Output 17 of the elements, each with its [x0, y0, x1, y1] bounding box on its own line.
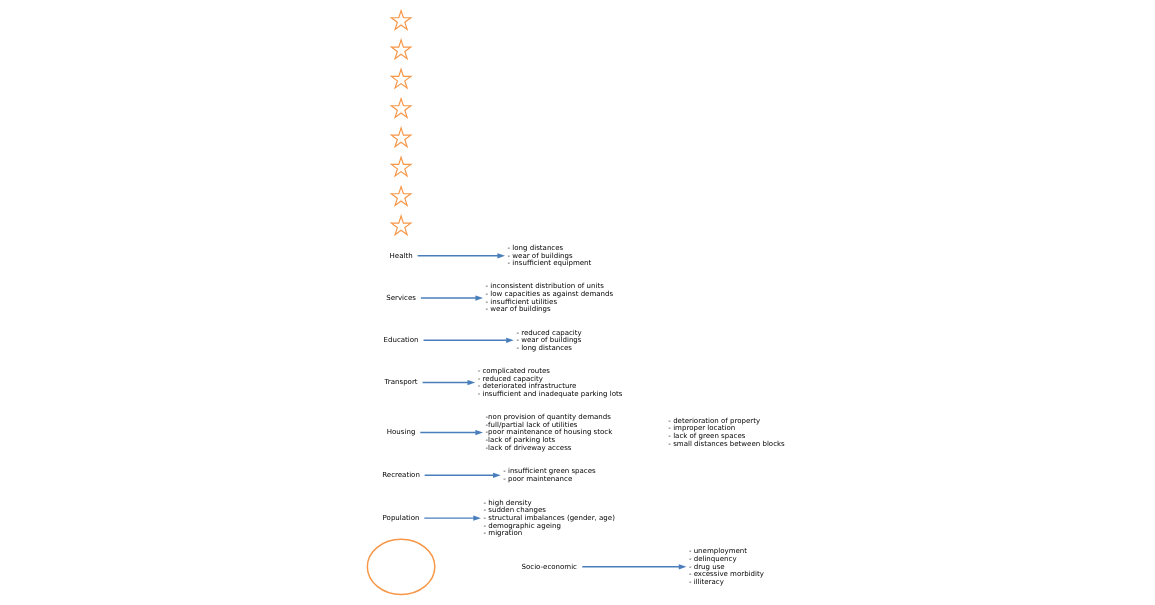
- node-star: [389, 214, 413, 237]
- arrow: [423, 515, 481, 521]
- node-star: [389, 67, 413, 90]
- arrow: [421, 379, 475, 386]
- node-star: [389, 155, 413, 178]
- arrow: [416, 253, 505, 259]
- arrow: [422, 337, 514, 344]
- arrow: [419, 429, 483, 436]
- arrow: [581, 564, 686, 570]
- node-star: [389, 38, 413, 61]
- arrow: [423, 472, 501, 478]
- node-star: [389, 126, 413, 149]
- node-circle: [366, 538, 436, 596]
- node-star: [389, 96, 413, 119]
- node-star: [389, 8, 413, 31]
- node-star: [389, 184, 413, 207]
- arrow: [419, 295, 483, 301]
